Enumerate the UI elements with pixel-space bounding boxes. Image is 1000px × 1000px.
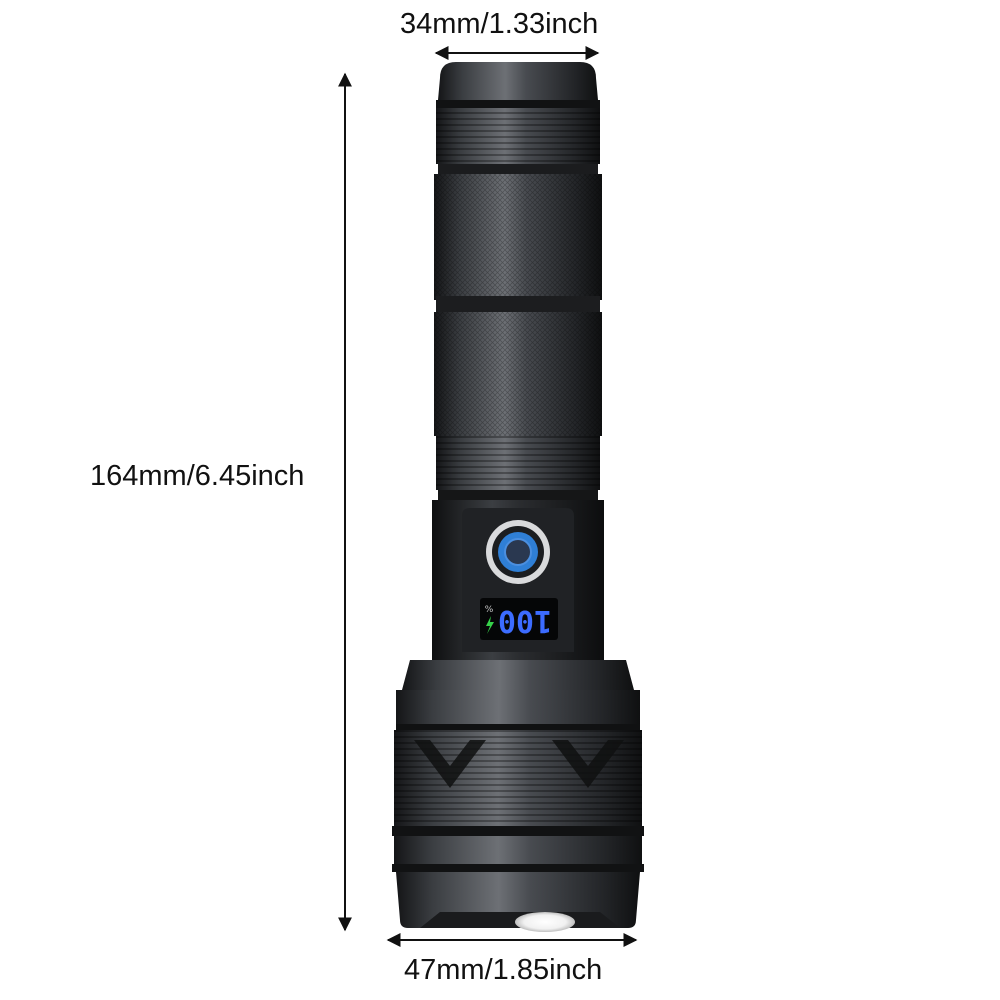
flashlight-body-grip-lower bbox=[434, 312, 602, 436]
battery-reading: 100 bbox=[498, 603, 552, 638]
length-label: 164mm/6.45inch bbox=[90, 460, 305, 492]
lens bbox=[515, 912, 575, 932]
lightning-bolt-icon bbox=[486, 616, 494, 634]
power-button-icon[interactable] bbox=[486, 520, 550, 584]
head-width-label: 34mm/1.33inch bbox=[400, 8, 599, 40]
flashlight-body-ring bbox=[436, 436, 600, 500]
percent-symbol: % bbox=[485, 605, 494, 615]
flashlight-top-cap bbox=[436, 62, 600, 174]
tail-width-label: 47mm/1.85inch bbox=[404, 954, 603, 986]
flashlight-control-section: % 100 bbox=[432, 500, 604, 660]
battery-display: % 100 bbox=[480, 598, 558, 640]
flashlight-body-grip-upper bbox=[434, 174, 602, 312]
flashlight-head bbox=[392, 660, 644, 932]
